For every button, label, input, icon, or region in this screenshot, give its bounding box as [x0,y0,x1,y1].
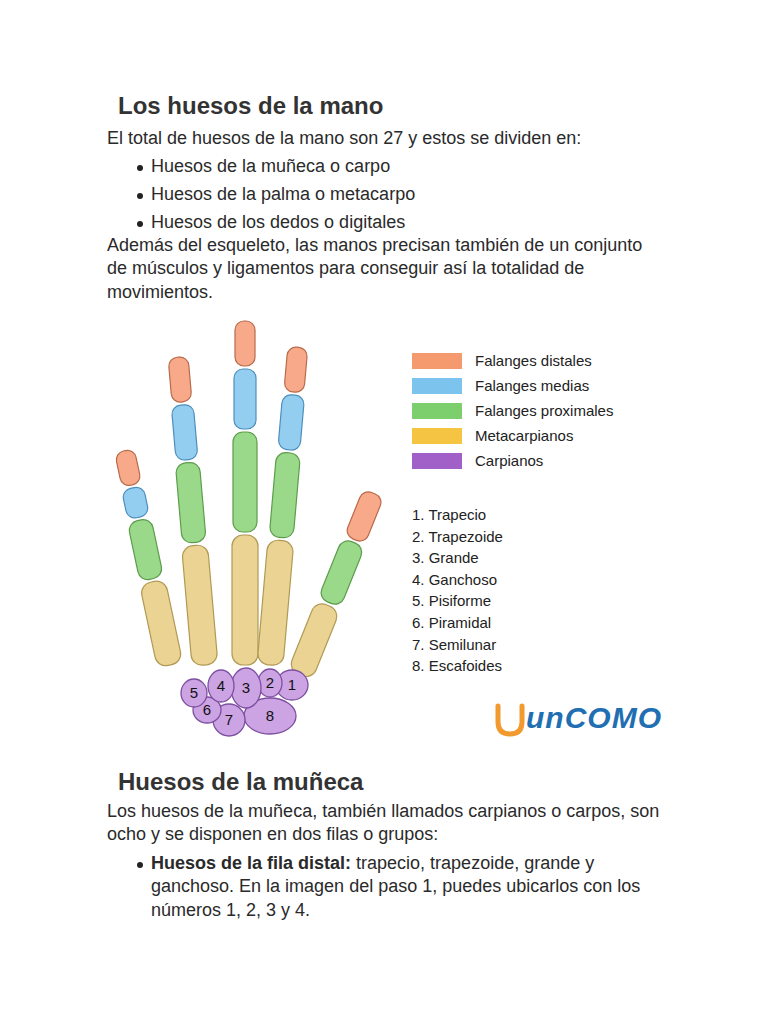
little-finger [112,448,183,668]
carpal-bones [181,668,308,736]
callout-number: 7 [219,711,239,729]
page-heading: Los huesos de la mano [118,90,718,121]
watermark-logo: unCOMO [526,698,676,737]
callout-number: 6 [197,701,217,719]
bullet-lead: Huesos de la fila distal: [151,853,351,873]
logo-mark [498,706,522,734]
callout-number: 2 [260,674,280,692]
legend-text: Falanges medias [475,376,725,396]
paragraph: Además del esqueleto, las manos precisan… [107,234,652,304]
callout-number: 5 [184,684,204,702]
bullet-dot [137,221,143,227]
part-name: 8. Escafoides [412,656,612,676]
legend-swatch [412,453,462,469]
legend-swatch [412,353,462,369]
paragraph: El total de huesos de la mano son 27 y e… [107,127,707,150]
legend-swatch [412,403,462,419]
bullet-item: Huesos de la fila distal:trapecio, trape… [151,852,651,922]
part-name: 2. Trapezoide [412,527,612,547]
legend-text: Metacarpianos [475,426,725,446]
bullet-item: Huesos de los dedos o digitales [151,211,651,234]
part-name: 6. Piramidal [412,613,612,633]
bullet-item: Huesos de la palma o metacarpo [151,183,651,206]
callout-number: 8 [260,707,280,725]
part-name: 4. Ganchoso [412,570,612,590]
part-name: 7. Semilunar [412,635,612,655]
index-finger [257,346,311,666]
bullet-item: Huesos de la muñeca o carpo [151,155,651,178]
part-name: 1. Trapecio [412,505,612,525]
middle-finger [232,321,258,665]
bullet-dot [137,862,143,868]
legend-swatch [412,428,462,444]
ring-finger [165,356,218,666]
bullet-dot [137,165,143,171]
callout-number: 4 [211,677,231,695]
section-heading: Huesos de la muñeca [118,766,718,797]
legend-text: Falanges proximales [475,401,725,421]
callout-number: 3 [236,679,256,697]
thumb [288,488,386,679]
legend-text: Falanges distales [475,351,725,371]
callout-number: 1 [282,676,302,694]
paragraph: Los huesos de la muñeca, también llamado… [107,800,667,847]
legend-swatch [412,378,462,394]
part-name: 5. Pisiforme [412,591,612,611]
part-name: 3. Grande [412,548,612,568]
legend-text: Carpianos [475,451,725,471]
bullet-dot [137,193,143,199]
